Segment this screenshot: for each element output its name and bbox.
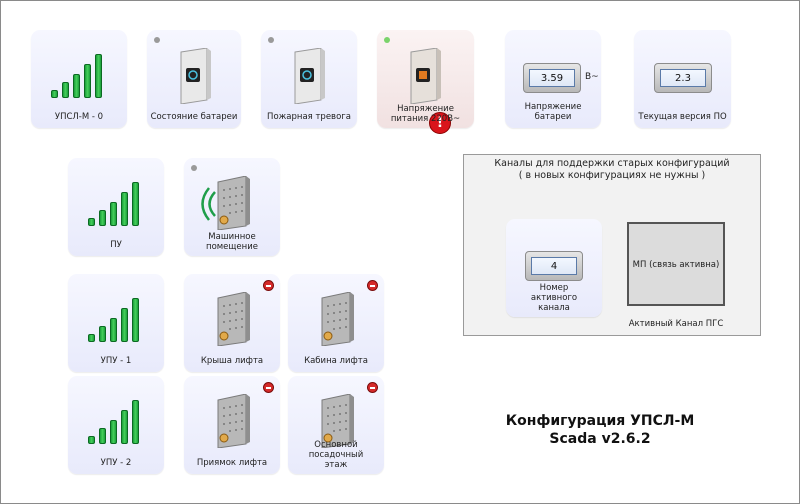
main-floor-tile[interactable]: Основной посадочный этаж [288, 376, 384, 474]
configuration-title: Конфигурация УПСЛ-М Scada v2.6.2 [470, 412, 730, 448]
battery-voltage-unit: В~ [585, 72, 599, 82]
legacy-channels-panel: Каналы для поддержки старых конфигураций… [463, 154, 761, 336]
pgs-channel-status: МП (связь активна) [627, 222, 725, 306]
status-indicator [191, 165, 197, 171]
elevator-panel-icon [217, 292, 250, 346]
roof-tile[interactable]: Крыша лифта [184, 274, 280, 372]
status-indicator [268, 37, 274, 43]
elevator-panel-icon [217, 394, 250, 448]
supply-voltage-label: Напряжение питания 220В~ [390, 104, 461, 124]
battery-voltage-display: 3.59 [523, 63, 581, 93]
supply-voltage-tile[interactable]: ! Напряжение питания 220В~ [377, 30, 474, 134]
upsl-m-tile[interactable]: УПСЛ-М - 0 [31, 30, 127, 128]
upsl-m-label: УПСЛ-М - 0 [54, 112, 104, 122]
signal-strength-icon [51, 52, 107, 98]
configuration-name: Конфигурация УПСЛ-М [505, 413, 695, 429]
signal-strength-icon [88, 398, 144, 444]
fire-alarm-label: Пожарная тревога [267, 112, 351, 122]
firmware-tile[interactable]: 2.3 Текущая версия ПО [634, 30, 731, 128]
status-indicator [384, 37, 390, 43]
disabled-icon [263, 382, 274, 393]
status-indicator [154, 37, 160, 43]
firmware-label: Текущая версия ПО [638, 112, 727, 122]
firmware-value: 2.3 [660, 69, 706, 87]
roof-label: Крыша лифта [200, 356, 264, 366]
pu-label: ПУ [110, 240, 122, 250]
disabled-icon [367, 382, 378, 393]
disabled-icon [367, 280, 378, 291]
battery-state-tile[interactable]: Состояние батареи [147, 30, 241, 128]
upu1-label: УПУ - 1 [100, 356, 132, 366]
upu1-tile[interactable]: УПУ - 1 [68, 274, 164, 372]
pit-tile[interactable]: Приямок лифта [184, 376, 280, 474]
cabinet-icon [294, 48, 325, 104]
signal-strength-icon [88, 296, 144, 342]
cabin-tile[interactable]: Кабина лифта [288, 274, 384, 372]
active-channel-display: 4 [525, 251, 583, 281]
scada-version: Scada v2.6.2 [549, 431, 651, 447]
cabinet-icon [180, 48, 211, 104]
battery-voltage-label: Напряжение батареи [524, 102, 582, 122]
upu2-label: УПУ - 2 [100, 458, 132, 468]
active-channel-label: Номер активного канала [530, 283, 578, 313]
elevator-panel-icon [217, 176, 250, 230]
battery-voltage-value: 3.59 [529, 69, 575, 87]
machine-room-label: Машинное помещение [206, 232, 258, 252]
machine-room-tile[interactable]: Машинное помещение [184, 158, 280, 256]
cabinet-icon [410, 48, 441, 104]
active-channel-value: 4 [531, 257, 577, 275]
pu-tile[interactable]: ПУ [68, 158, 164, 256]
pit-label: Приямок лифта [196, 458, 268, 468]
pgs-channel-label: Активный Канал ПГС [628, 319, 724, 329]
wireless-icon [201, 187, 216, 221]
signal-strength-icon [88, 180, 144, 226]
battery-voltage-tile[interactable]: 3.59 В~ Напряжение батареи [505, 30, 601, 128]
alert-icon: ! [429, 112, 451, 134]
battery-state-label: Состояние батареи [150, 112, 238, 122]
disabled-icon [263, 280, 274, 291]
main-floor-label: Основной посадочный этаж [308, 440, 364, 470]
legacy-title-line2: ( в новых конфигурациях не нужны ) [518, 170, 706, 181]
elevator-panel-icon [321, 394, 354, 448]
cabin-label: Кабина лифта [304, 356, 368, 366]
elevator-panel-icon [321, 292, 354, 346]
firmware-display: 2.3 [654, 63, 712, 93]
upu2-tile[interactable]: УПУ - 2 [68, 376, 164, 474]
active-channel-tile[interactable]: 4 Номер активного канала [506, 219, 602, 317]
legacy-title-line1: Каналы для поддержки старых конфигураций [494, 158, 730, 169]
fire-alarm-tile[interactable]: Пожарная тревога [261, 30, 357, 128]
